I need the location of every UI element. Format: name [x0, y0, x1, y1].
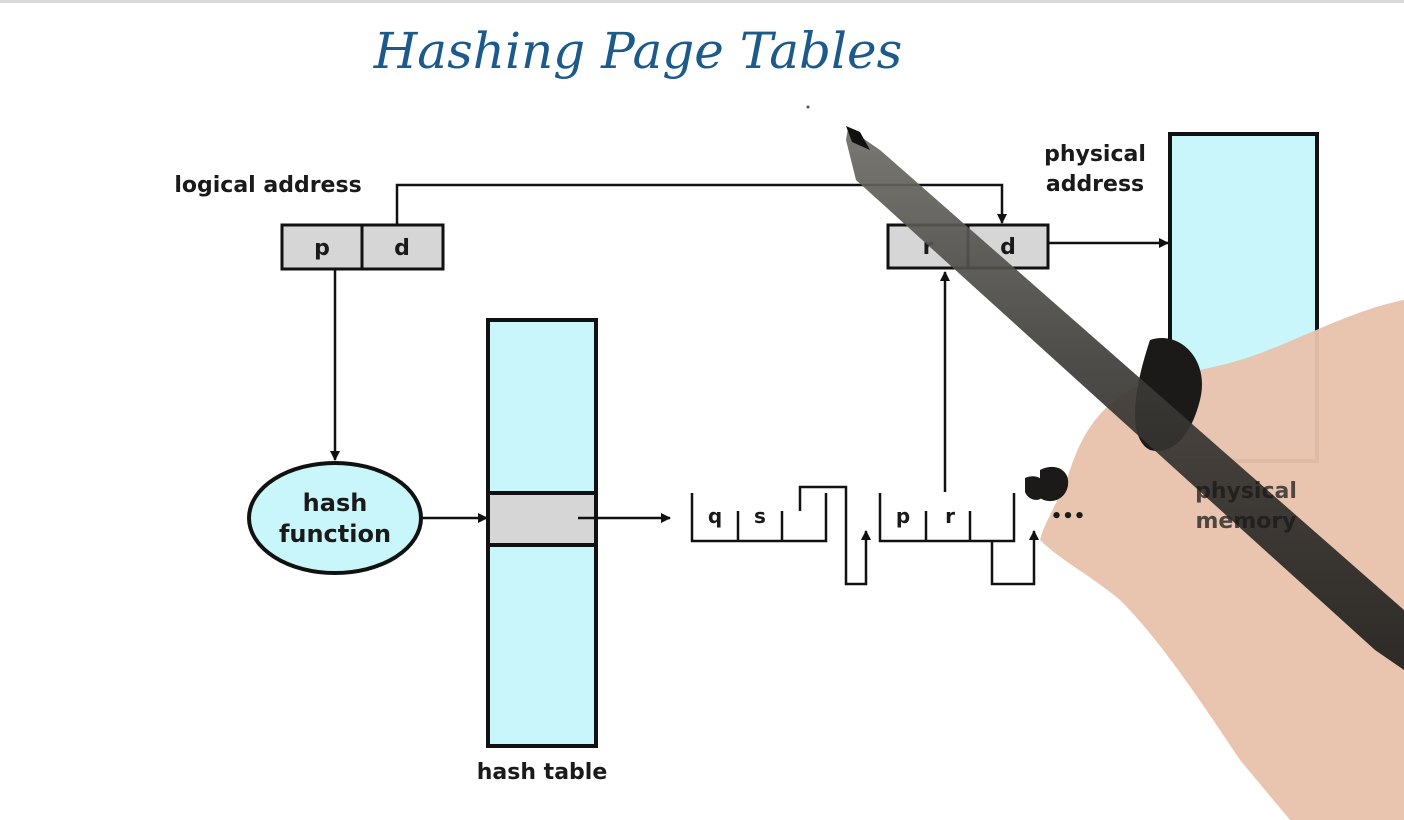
hash-function-label-1: hash — [303, 489, 368, 517]
hash-table — [486, 318, 598, 748]
chain-node-1 — [690, 485, 871, 586]
physical-address-label-2: address — [1046, 172, 1144, 197]
chain-node-1-key: q — [708, 504, 722, 528]
physical-field-d: d — [1000, 235, 1016, 260]
physical-memory-label-2: memory — [1195, 509, 1296, 534]
hash-function-node: hash function — [247, 461, 423, 575]
page-title: Hashing Page Tables — [373, 22, 903, 80]
chain-node-2 — [878, 493, 1039, 586]
physical-field-r: r — [923, 235, 934, 260]
logical-address-box: p d — [280, 223, 445, 271]
chain-node-2-value: r — [945, 504, 955, 528]
physical-address-label-1: physical — [1044, 142, 1146, 167]
chain-node-2-key: p — [896, 504, 910, 528]
logical-field-p: p — [314, 236, 330, 261]
logical-field-d: d — [394, 236, 410, 261]
chain-node-1-value: s — [754, 504, 766, 528]
top-border — [0, 0, 1404, 3]
physical-memory-label-1: physical — [1195, 479, 1297, 504]
logical-address-label: logical address — [174, 173, 361, 198]
offset-arrow — [395, 183, 1007, 225]
hash-function-label-2: function — [279, 520, 391, 548]
hand-holding-pen — [846, 126, 1404, 820]
hash-table-label: hash table — [477, 760, 608, 785]
stray-dot — [806, 105, 810, 109]
chain-ellipsis: ••• — [1051, 506, 1086, 527]
